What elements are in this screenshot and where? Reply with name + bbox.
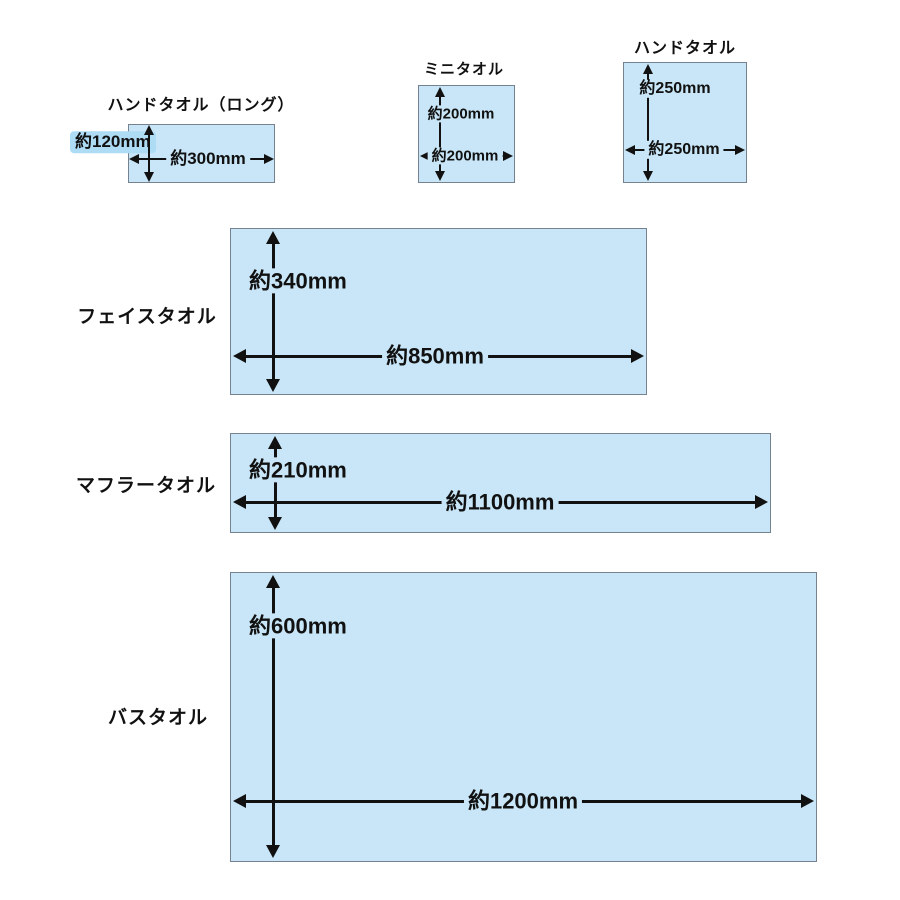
height-dimension-label: 約340mm <box>245 268 351 294</box>
height-dimension-arrow <box>266 575 280 858</box>
width-dimension-label: 約250mm <box>644 140 724 160</box>
towel-rectangle <box>230 228 647 395</box>
width-dimension-label: 約1100mm <box>441 489 559 515</box>
height-dimension-label: 約200mm <box>423 105 499 123</box>
towel-name-label: バスタオル <box>107 707 209 729</box>
height-dimension-label: 約250mm <box>635 79 715 99</box>
towel-rectangle <box>418 85 515 183</box>
height-dimension-arrow <box>435 87 446 181</box>
towel-name-label: マフラータオル <box>75 475 217 497</box>
height-dimension-label: 約210mm <box>245 457 351 483</box>
height-dimension-arrow <box>643 64 654 181</box>
height-dimension-arrow <box>144 125 155 182</box>
width-dimension-label: 約850mm <box>382 343 488 369</box>
towel-rectangle <box>230 433 771 533</box>
towel-name-label: ハンドタオル <box>633 40 737 57</box>
height-dimension-arrow <box>266 231 280 392</box>
towel-name-label: ミニタオル <box>423 61 505 78</box>
height-dimension-label: 約120mm <box>70 131 156 153</box>
width-dimension-label: 約200mm <box>427 147 503 165</box>
height-dimension-arrow <box>268 436 282 530</box>
width-dimension-label: 約300mm <box>166 149 250 169</box>
towel-name-label: フェイスタオル <box>77 306 217 328</box>
height-dimension-label: 約600mm <box>245 613 351 639</box>
towel-name-label: ハンドタオル（ロング） <box>107 97 295 114</box>
width-dimension-label: 約1200mm <box>463 788 583 814</box>
